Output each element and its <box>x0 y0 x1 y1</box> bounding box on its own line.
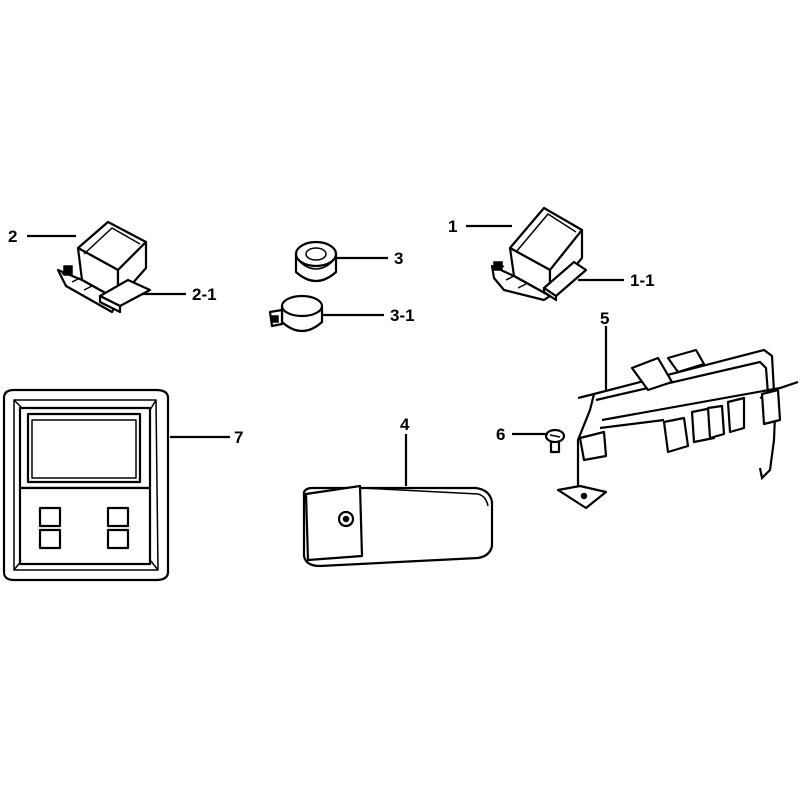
part-2-1-bracket <box>98 278 152 314</box>
callout-labels: 2 2-1 3 3-1 1 1-1 5 4 6 7 <box>8 217 655 447</box>
part-7-panel <box>2 388 170 582</box>
part-3-grommet <box>294 240 338 283</box>
label-4: 4 <box>400 415 410 434</box>
part-6-screw <box>544 428 566 454</box>
part-4-cover <box>302 484 494 568</box>
label-3: 3 <box>394 249 403 268</box>
label-6: 6 <box>496 425 505 444</box>
label-7: 7 <box>234 428 243 447</box>
label-2-1: 2-1 <box>192 285 217 304</box>
label-3-1: 3-1 <box>390 306 415 325</box>
part-3-1-cap <box>268 294 324 333</box>
leader-lines <box>27 224 624 486</box>
label-2: 2 <box>8 227 17 246</box>
part-1-1-bracket <box>542 260 588 302</box>
label-1-1: 1-1 <box>630 271 655 290</box>
label-1: 1 <box>448 217 457 236</box>
label-5: 5 <box>600 309 609 328</box>
part-5-frame <box>556 348 799 510</box>
